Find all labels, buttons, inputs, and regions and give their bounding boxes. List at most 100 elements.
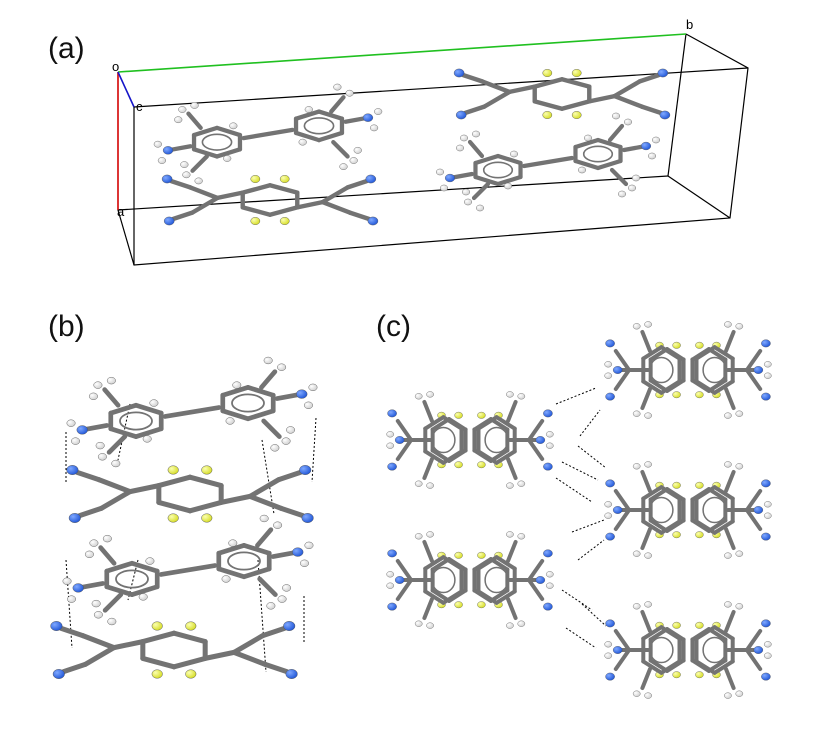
bond bbox=[724, 330, 736, 353]
hydrogen-atom bbox=[229, 122, 238, 130]
bond bbox=[532, 99, 565, 111]
aromatic-ring-circle bbox=[582, 145, 614, 163]
fluorine-atom bbox=[167, 513, 179, 523]
bond bbox=[247, 493, 284, 511]
bond bbox=[694, 625, 717, 641]
bond bbox=[104, 560, 135, 574]
bond bbox=[640, 667, 652, 690]
nitrogen-atom bbox=[387, 409, 397, 418]
bond bbox=[641, 485, 664, 501]
hydrogen-atom bbox=[145, 557, 155, 565]
hydrogen-atom bbox=[142, 435, 152, 443]
fluorine-atom bbox=[167, 465, 179, 475]
bond bbox=[637, 72, 661, 84]
hydrogen-atom bbox=[724, 461, 732, 468]
hydrogen-atom bbox=[228, 539, 238, 547]
axis-label-b: b bbox=[686, 17, 693, 32]
bond bbox=[395, 438, 414, 461]
bond bbox=[640, 470, 652, 493]
hydrogen-atom bbox=[546, 571, 554, 578]
bond bbox=[476, 555, 499, 571]
aromatic-ring-circle bbox=[431, 566, 456, 594]
fluorine-atom bbox=[542, 111, 553, 119]
bond bbox=[659, 485, 682, 501]
bond bbox=[108, 426, 139, 439]
hydrogen-atom bbox=[190, 102, 199, 109]
bond bbox=[345, 178, 369, 190]
bond bbox=[659, 345, 682, 361]
nitrogen-atom bbox=[444, 173, 456, 183]
hydrogen-atom bbox=[578, 166, 586, 174]
hydrogen-atom bbox=[604, 652, 612, 659]
hydrogen-atom bbox=[436, 168, 444, 176]
hydrogen-atom bbox=[97, 453, 107, 461]
nitrogen-atom bbox=[76, 425, 88, 435]
fluorine-atom bbox=[695, 391, 704, 399]
bond bbox=[607, 123, 625, 143]
fluorine-atom bbox=[672, 621, 681, 629]
hydrogen-atom bbox=[67, 595, 76, 603]
fluorine-atom bbox=[477, 411, 486, 419]
aromatic-ring-circle bbox=[482, 161, 514, 179]
bond bbox=[214, 125, 243, 138]
hydrogen-atom bbox=[456, 144, 464, 152]
nitrogen-atom bbox=[68, 513, 81, 523]
aromatic-ring-circle bbox=[649, 496, 674, 524]
bond bbox=[156, 474, 193, 489]
hydrogen-atom bbox=[506, 531, 514, 538]
hydrogen-atom bbox=[764, 361, 772, 368]
hydrogen-atom bbox=[628, 184, 636, 192]
nitrogen-atom bbox=[761, 339, 771, 348]
hydrogen-atom bbox=[517, 533, 526, 540]
hydrogen-atom bbox=[644, 692, 652, 699]
hydrogen-atom bbox=[66, 419, 76, 427]
nitrogen-atom bbox=[659, 110, 671, 120]
hydrogen-atom bbox=[632, 550, 641, 557]
bond bbox=[613, 648, 632, 671]
bond bbox=[231, 649, 268, 667]
fluorine-atom bbox=[695, 481, 704, 489]
bond bbox=[347, 210, 371, 222]
fluorine-atom bbox=[185, 621, 197, 631]
hydrogen-atom bbox=[517, 620, 526, 627]
aromatic-ring-circle bbox=[227, 551, 261, 571]
bond bbox=[245, 385, 276, 398]
fluorine-atom bbox=[477, 551, 486, 559]
hydrogen-atom bbox=[506, 391, 514, 398]
bond bbox=[240, 205, 273, 217]
nitrogen-atom bbox=[605, 619, 615, 628]
fluorine-atom bbox=[695, 671, 704, 679]
bond bbox=[640, 610, 652, 633]
hydrogen-atom bbox=[84, 550, 94, 558]
fluorine-atom bbox=[695, 621, 704, 629]
hydrogen-atom bbox=[644, 412, 652, 419]
bond bbox=[216, 566, 247, 580]
bond bbox=[104, 584, 135, 597]
nitrogen-atom bbox=[605, 672, 615, 681]
bond bbox=[441, 589, 464, 605]
bond bbox=[241, 127, 295, 141]
hydrogen-atom bbox=[632, 603, 641, 610]
hydrogen-atom bbox=[604, 512, 612, 519]
hydrogen-atom bbox=[178, 106, 187, 113]
hydrogen-atom bbox=[277, 363, 287, 371]
axis-label-a: a bbox=[117, 204, 125, 219]
bond bbox=[191, 147, 220, 159]
bond bbox=[641, 379, 664, 395]
hydrogen-atom bbox=[735, 410, 744, 417]
nitrogen-atom bbox=[365, 174, 377, 184]
aromatic-ring-circle bbox=[303, 117, 335, 135]
bond bbox=[744, 368, 763, 391]
bond bbox=[423, 555, 446, 571]
hydrogen-atom bbox=[510, 150, 518, 158]
stacked-pair bbox=[604, 321, 772, 419]
panel-a-unit-cell: o a b c bbox=[112, 17, 749, 266]
nitrogen-atom bbox=[657, 68, 669, 78]
bond bbox=[461, 72, 485, 84]
nitrogen-atom bbox=[292, 547, 304, 557]
hydrogen-atom bbox=[644, 461, 652, 468]
bond bbox=[74, 469, 102, 483]
hydrogen-atom bbox=[644, 321, 652, 328]
fluorine-atom bbox=[151, 621, 163, 631]
hydrogen-atom bbox=[157, 157, 166, 164]
